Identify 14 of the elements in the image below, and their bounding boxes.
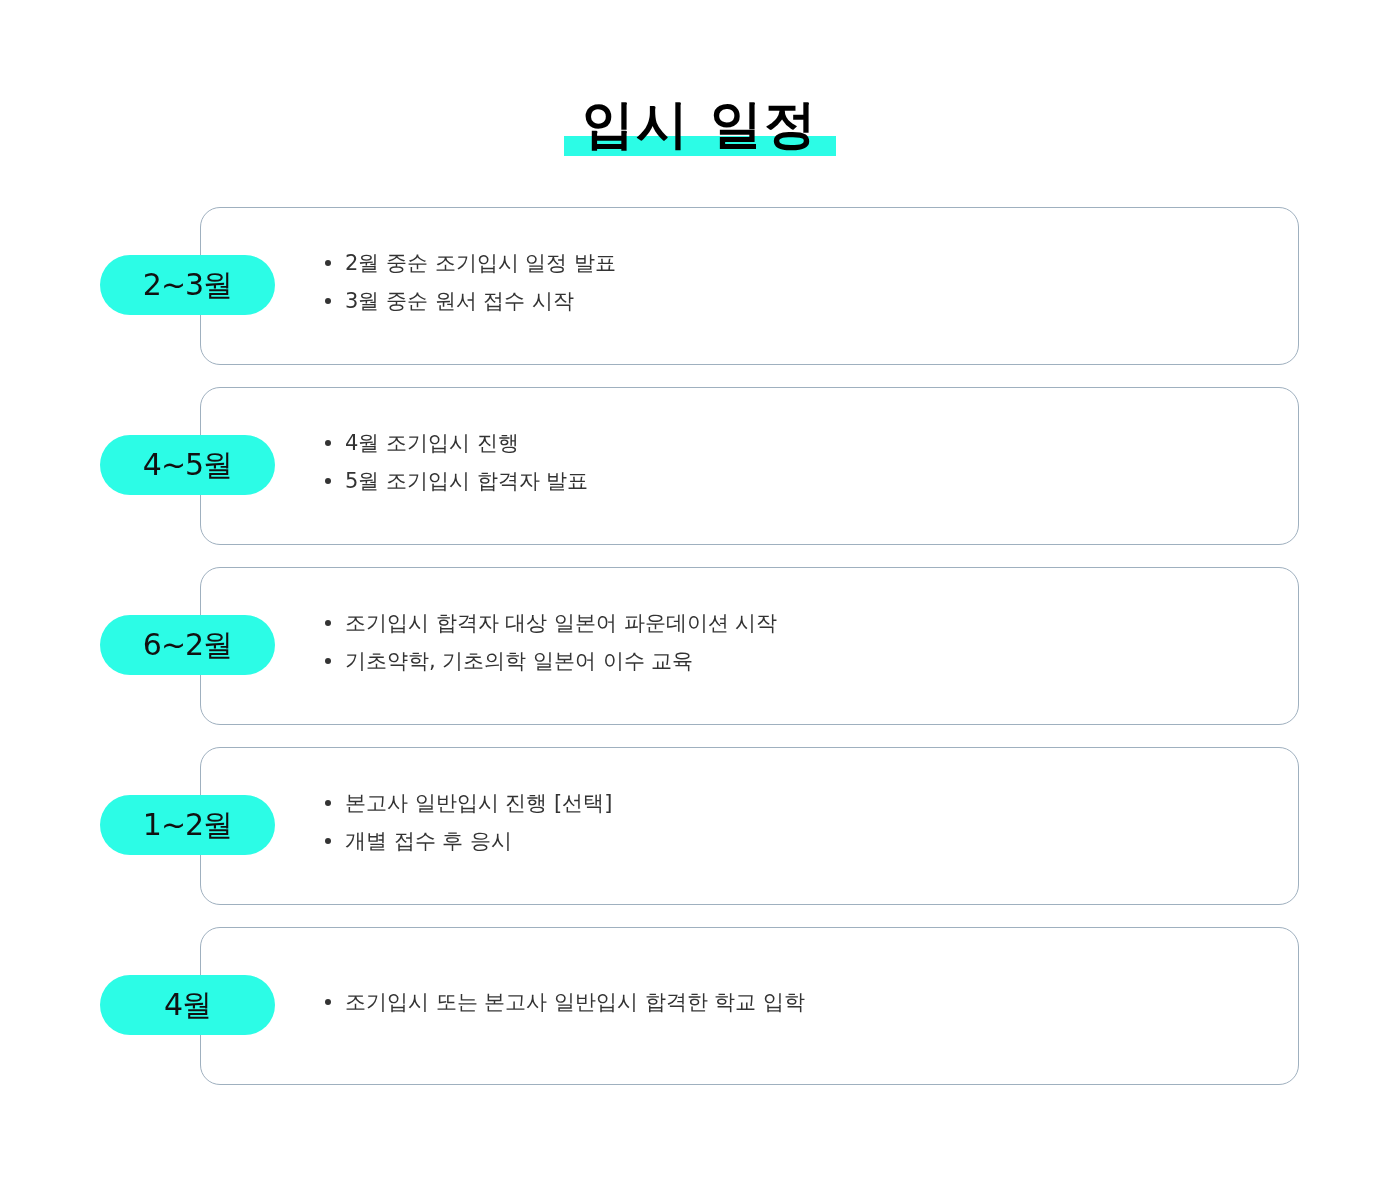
schedule-item: 4월 조기입시 진행 bbox=[345, 430, 519, 456]
schedule-item: 5월 조기입시 합격자 발표 bbox=[345, 468, 589, 494]
schedule-item: 기초약학, 기초의학 일본어 이수 교육 bbox=[345, 648, 694, 674]
schedule-item: 개별 접수 후 응시 bbox=[345, 828, 513, 854]
month-badge: 2~3월 bbox=[100, 255, 275, 315]
month-badge: 4~5월 bbox=[100, 435, 275, 495]
schedule-item: 2월 중순 조기입시 일정 발표 bbox=[345, 250, 617, 276]
month-badge: 6~2월 bbox=[100, 615, 275, 675]
schedule-item: 본고사 일반입시 진행 [선택] bbox=[345, 790, 613, 816]
month-badge: 1~2월 bbox=[100, 795, 275, 855]
month-badge: 4월 bbox=[100, 975, 275, 1035]
schedule-item: 조기입시 또는 본고사 일반입시 합격한 학교 입학 bbox=[345, 989, 806, 1015]
schedule-item: 조기입시 합격자 대상 일본어 파운데이션 시작 bbox=[345, 610, 778, 636]
schedule-item: 3월 중순 원서 접수 시작 bbox=[345, 288, 575, 314]
